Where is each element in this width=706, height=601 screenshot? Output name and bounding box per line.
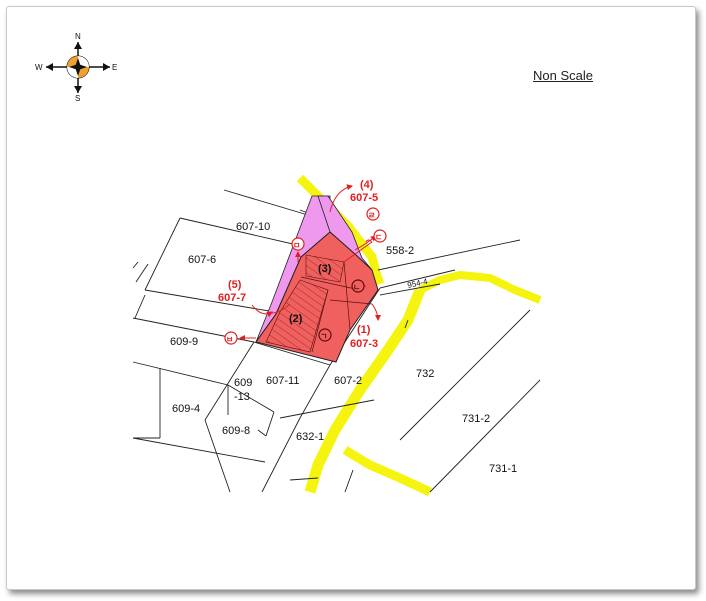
compass-icon: N S E W xyxy=(35,32,117,103)
callout-1-num: (1) xyxy=(357,324,371,336)
marker-f: ㅂ xyxy=(226,335,233,344)
label-609-13-a: 609 xyxy=(234,377,252,389)
callout-4-lot: 607-5 xyxy=(350,192,378,204)
callout-1-lot: 607-3 xyxy=(350,338,378,350)
site-hatch-zone-2 xyxy=(265,279,329,353)
callout-4-num: (4) xyxy=(360,179,374,191)
label-609-4: 609-4 xyxy=(172,403,200,415)
zone-3-label: (3) xyxy=(318,263,332,275)
label-731-1: 731-1 xyxy=(489,463,517,475)
scale-note: Non Scale xyxy=(533,68,593,83)
label-607-11: 607-11 xyxy=(266,375,299,387)
label-609-9: 609-9 xyxy=(170,336,198,348)
label-607-2: 607-2 xyxy=(334,375,362,387)
label-609-8: 609-8 xyxy=(222,425,250,437)
circled-markers: ㄹ ㄷ ㅁ ㄴ ㄱ ㅂ xyxy=(224,207,387,345)
site-internal-lines xyxy=(300,261,373,353)
compass-n: N xyxy=(75,32,81,41)
label-731-2: 731-2 xyxy=(462,413,490,425)
label-732: 732 xyxy=(416,368,434,380)
compass-e: E xyxy=(112,63,117,72)
marker-a: ㄹ xyxy=(368,211,375,220)
label-609-13-b: -13 xyxy=(234,391,250,403)
compass-w: W xyxy=(35,63,43,72)
label-607-10: 607-10 xyxy=(236,221,270,233)
marker-b: ㄷ xyxy=(375,233,382,242)
label-607-6: 607-6 xyxy=(188,254,216,266)
site-hatch-zone-3 xyxy=(305,254,345,283)
compass-s: S xyxy=(75,94,80,103)
callout-5-num: (5) xyxy=(228,279,242,291)
marker-d: ㄴ xyxy=(353,283,360,292)
label-954-4: 954-4 xyxy=(407,277,429,290)
label-558-2: 558-2 xyxy=(386,245,414,257)
callout-5-lot: 607-7 xyxy=(218,292,246,304)
marker-c: ㅁ xyxy=(293,241,300,250)
marker-e: ㄱ xyxy=(320,332,327,341)
label-632-1: 632-1 xyxy=(296,431,324,443)
zone-2-label: (2) xyxy=(289,313,303,325)
